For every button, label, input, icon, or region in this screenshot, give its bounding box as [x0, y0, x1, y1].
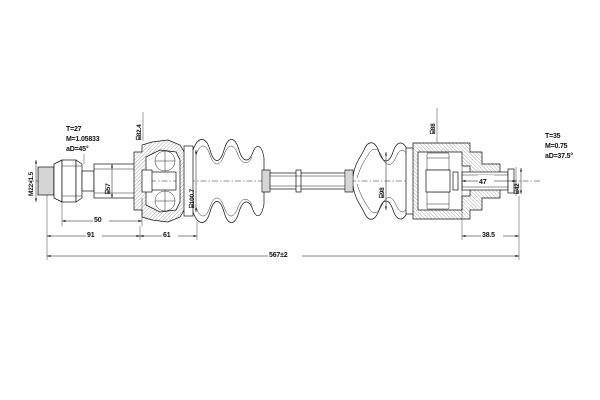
label-spline-length: 50	[94, 217, 102, 224]
label-module-inboard: M=0.75	[545, 143, 568, 150]
label-stub-shaft-diameter: ⌸57	[105, 183, 112, 194]
dim-spline-length: 50	[61, 198, 143, 226]
dim-inboard-stub-diameter: ⌸42	[514, 168, 522, 194]
label-pressure-angle-inboard: aD=37.5°	[545, 152, 573, 160]
dim-stub-diameter: ⌸57	[105, 164, 113, 198]
label-inboard-stub-diameter: ⌸42	[514, 183, 521, 194]
label-outboard-joint-diameter: ⌸82.4	[136, 124, 143, 140]
label-joint-length: 61	[163, 232, 171, 239]
dim-outboard-boot-diameter: ⌸100.7	[189, 150, 197, 212]
label-inboard-housing-diameter: ⌸88	[430, 123, 437, 134]
dim-inboard-boot-diameter: ⌸98	[379, 152, 387, 210]
dim-inboard-shaft-length: 47	[461, 167, 517, 196]
dim-outboard-joint-diameter: ⌸82.4	[136, 112, 144, 141]
outboard-boot-bellows	[183, 139, 271, 223]
dim-overall-length: 567±2	[46, 240, 520, 260]
label-overall-length: 567±2	[269, 252, 288, 259]
threaded-stub-end	[37, 159, 95, 203]
inboard-boot-bellows	[344, 142, 416, 220]
label-module-outboard: M=1.05833	[66, 136, 100, 143]
spline-callout-inboard: T=35 M=0.75 aD=37.5°	[545, 133, 573, 160]
label-inboard-shaft-length: 47	[479, 179, 487, 186]
center-shaft	[269, 169, 349, 193]
label-teeth-outboard: T=27	[66, 126, 82, 133]
label-stub-to-joint: 91	[87, 232, 95, 239]
label-pressure-angle-outboard: aD=45°	[66, 145, 89, 153]
dim-joint-length: 61	[140, 222, 198, 240]
label-teeth-inboard: T=35	[545, 133, 561, 140]
dim-inboard-end: 38.5	[461, 196, 520, 240]
label-inboard-end: 38.5	[482, 232, 495, 239]
outboard-cv-joint	[133, 139, 187, 223]
dim-inboard-housing-diameter: ⌸88	[430, 108, 438, 143]
inboard-tripod-housing	[412, 142, 501, 220]
dim-stub-to-joint: 91	[46, 195, 141, 240]
spline-callout-outboard: T=27 M=1.05833 aD=45°	[66, 126, 100, 164]
label-thread-diameter: M22×1.5	[28, 171, 35, 196]
dim-thread-m22: M22×1.5	[28, 160, 37, 202]
label-outboard-boot-diameter: ⌸100.7	[189, 188, 196, 208]
label-inboard-boot-diameter: ⌸98	[379, 187, 386, 198]
